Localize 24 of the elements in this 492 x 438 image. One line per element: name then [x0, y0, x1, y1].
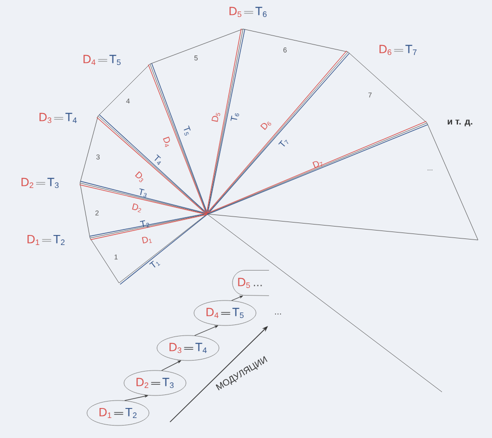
ray-label: T$_{4}$ — [154, 154, 161, 165]
ray-label: D$_{5}$ — [212, 112, 220, 122]
equation-label: D$_{2}$ T$_{3}$ — [22, 178, 59, 188]
ray-label: T$_{6}$ — [230, 113, 240, 121]
oval-node: D$_{1}$ T$_{2}$ — [86, 400, 150, 426]
equation-label: D$_{5}$ T$_{6}$ — [230, 6, 267, 18]
equation-label: D$_{1}$ T$_{2}$ — [28, 234, 65, 246]
oval-node: D$_{4}$ T$_{5}$ — [194, 300, 256, 326]
equation-label: D$_{3}$ T$_{4}$ — [40, 112, 77, 124]
ray-label: D$_{2}$ — [132, 203, 142, 213]
equation-label: D$_{6}$ T$_{7}$ — [380, 44, 417, 56]
ray-label: T$_{3}$ — [139, 188, 147, 198]
etc-label: и т. д. — [448, 120, 472, 126]
ray-label: D$_{4}$ — [163, 136, 170, 148]
ray-label: D$_{6}$ — [260, 122, 272, 130]
ray-label: D$_{1}$ — [142, 236, 152, 244]
oval-node: D$_{2}$ T$_{3}$ — [124, 370, 186, 396]
ray-label: D$_{3}$ — [135, 171, 144, 182]
oval-node: D$_{3}$ T$_{4}$ — [156, 335, 220, 361]
ray-label: T$_{5}$ — [184, 126, 191, 136]
equation-label: D$_{4}$ T$_{5}$ — [84, 54, 121, 66]
ray-label: D$_{7}$ — [312, 161, 322, 168]
ray-label: T$_{1}$ — [149, 260, 160, 268]
ray-label: T$_{7}$ — [278, 140, 288, 146]
